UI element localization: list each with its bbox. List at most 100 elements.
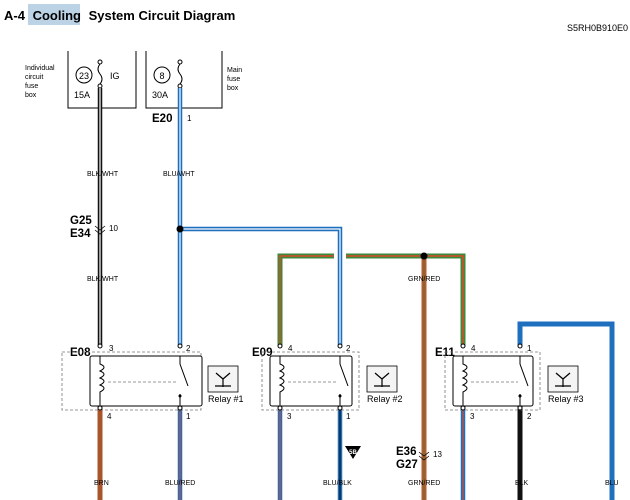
fuse-23-terminal-top — [97, 59, 103, 65]
relay-2-pin-coil-top: 4 — [288, 344, 293, 353]
relay-3-pin-coil-top: 4 — [471, 344, 476, 353]
relay-1-connector: E08 — [70, 347, 91, 359]
relay-1-terminal-2 — [177, 343, 183, 349]
relay-2-label: Relay #2 — [367, 394, 403, 404]
connector-e36-g27-symbol-icon — [418, 451, 430, 461]
relay-2-coil-icon — [278, 356, 285, 406]
fuse-box-2-outline — [145, 51, 223, 109]
fuse-8-terminal-bottom — [177, 83, 183, 89]
wire-label-grn-red: GRN/RED — [408, 276, 440, 283]
relay-3-contact — [518, 394, 522, 398]
wire-grn-red-bus — [277, 253, 466, 500]
fuse-box-1-label-line-4: box — [25, 92, 37, 99]
relay-3: E11 4 1 3 2 Relay #3 — [435, 343, 584, 421]
relay-2-terminal-1 — [337, 405, 343, 411]
relay-2-terminal-4 — [277, 343, 283, 349]
relay-3-label: Relay #3 — [548, 394, 584, 404]
relay-2-pin-coil-bottom: 3 — [287, 412, 292, 421]
connector-g25-e34-symbol-icon — [94, 225, 106, 235]
relay-1-contact — [178, 394, 182, 398]
relay-1-coil-icon — [98, 356, 105, 406]
wire-label-blk-wht: BLK/WHT — [87, 171, 119, 178]
relay-1-terminal-3 — [97, 343, 103, 349]
relay-3-housing — [444, 351, 541, 411]
relay-2-body — [269, 355, 353, 407]
fuse-box-2-label-line-2: fuse — [227, 76, 240, 83]
wire-label-grn-red-bottom: GRN/RED — [408, 480, 440, 487]
relay-3-pin-coil-bottom: 3 — [470, 412, 475, 421]
wire-label-blu: BLU — [605, 480, 619, 487]
relay-2-pin-switch-bottom: 1 — [346, 412, 351, 421]
connector-e20-pin: 1 — [187, 114, 192, 123]
fuse-8-terminal-top — [177, 59, 183, 65]
marker-label: 5B — [349, 450, 357, 456]
relay-2-fan-blades-icon — [374, 372, 390, 387]
title-suffix: System Circuit Diagram — [89, 8, 236, 23]
page-title: A-4 Cooling System Circuit Diagram — [4, 8, 235, 23]
connector-e34: E34 — [70, 228, 91, 240]
relay-1-pin-switch-bottom: 1 — [186, 412, 191, 421]
relay-2: E09 4 2 3 1 Relay #2 — [252, 343, 403, 421]
relay-3-pin-switch-bottom: 2 — [527, 412, 532, 421]
wire-label-blk: BLK — [515, 480, 529, 487]
connector-e20: E20 — [152, 113, 172, 125]
marker-5b: 5B — [345, 446, 361, 459]
relay-3-fan-blades-icon — [555, 372, 571, 387]
title-highlight-word: Cooling — [33, 8, 81, 23]
wire-label-brn: BRN — [94, 480, 109, 487]
relay-3-terminal-2 — [517, 405, 523, 411]
relay-2-contact — [338, 394, 342, 398]
relay-3-terminal-4 — [460, 343, 466, 349]
fuse-23-name: IG — [110, 71, 120, 81]
marker-triangle-icon — [345, 446, 361, 459]
relay-1-pin-coil-bottom: 4 — [107, 412, 112, 421]
fuse-box-main: 8 30A Main fuse box — [145, 51, 242, 109]
connector-g27: G27 — [396, 459, 418, 471]
relay-3-terminal-1 — [517, 343, 523, 349]
fuse-23-rating: 15A — [74, 90, 90, 100]
fuse-23-element-icon — [97, 63, 103, 85]
relay-1: E08 3 2 4 1 Relay #1 — [61, 343, 244, 421]
relay-1-pin-switch-top: 2 — [186, 344, 191, 353]
connector-e36: E36 — [396, 446, 416, 458]
connector-g25: G25 — [70, 215, 92, 227]
connector-g25-e34-pin: 10 — [109, 224, 118, 233]
splice-blu-wht — [176, 225, 184, 233]
fuse-box-1-label-line-3: fuse — [25, 83, 38, 90]
relay-1-fan-blades-icon — [215, 372, 231, 387]
title-prefix: A-4 — [4, 8, 26, 23]
relay-3-terminal-3 — [460, 405, 466, 411]
relay-2-connector: E09 — [252, 347, 272, 359]
fuse-8-number: 8 — [159, 71, 164, 81]
fuse-23-number-circle — [75, 66, 93, 84]
wire-label-blu-red: BLU/RED — [165, 480, 195, 487]
relay-2-housing — [261, 351, 360, 411]
wire-label-blk-wht-2: BLK/WHT — [87, 276, 119, 283]
splice-grn-red — [420, 252, 428, 260]
fuse-8-element-icon — [177, 63, 183, 85]
relay-2-terminal-3 — [277, 405, 283, 411]
fuse-23-number: 23 — [79, 71, 89, 81]
wire-blu-wht — [177, 88, 343, 346]
relay-3-coil-icon — [461, 356, 468, 406]
fuse-box-1-label-line-1: Individual — [25, 65, 55, 72]
relay-1-body — [89, 355, 203, 407]
fuse-box-1-label-line-2: circuit — [25, 74, 43, 81]
fuse-8-number-circle — [153, 66, 171, 84]
wire-blu — [517, 321, 615, 500]
relay-1-label: Relay #1 — [208, 394, 244, 404]
diagram-code: S5RH0B910E0 — [567, 23, 628, 33]
relay-2-pin-switch-top: 2 — [346, 344, 351, 353]
relay-3-body — [452, 355, 534, 407]
fuse-box-2-label-line-1: Main — [227, 67, 242, 74]
relay-3-pin-switch-top: 1 — [527, 344, 532, 353]
relay-1-terminal-1 — [177, 405, 183, 411]
relay-1-terminal-4 — [97, 405, 103, 411]
title-highlight — [28, 4, 80, 25]
relay-1-pin-coil-top: 3 — [109, 344, 114, 353]
relay-2-terminal-2 — [337, 343, 343, 349]
fuse-23-terminal-bottom — [97, 83, 103, 89]
wire-label-blu-wht: BLU/WHT — [163, 171, 195, 178]
